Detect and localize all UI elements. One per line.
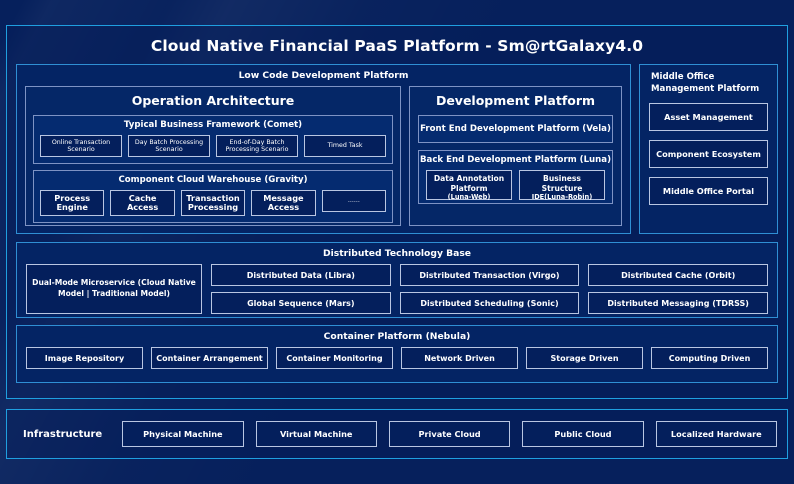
distributed-technology-base-title: Distributed Technology Base — [322, 248, 472, 259]
typical-business-framework-items: Online Transaction Scenario Day Batch Pr… — [34, 135, 392, 157]
low-code-development-platform-section: Low Code Development Platform Operation … — [16, 64, 631, 234]
back-end-development-platform-band: Back End Development Platform (Luna) Dat… — [418, 150, 613, 204]
chip-online-transaction-scenario[interactable]: Online Transaction Scenario — [40, 135, 122, 157]
front-end-development-platform-label: Front End Development Platform (Vela) — [420, 124, 611, 134]
component-cloud-warehouse-title: Component Cloud Warehouse (Gravity) — [118, 175, 308, 185]
chip-global-sequence[interactable]: Global Sequence (Mars) — [211, 292, 391, 314]
distributed-technology-base-body: Dual-Mode Microservice (Cloud Native Mod… — [17, 264, 777, 322]
front-end-development-platform-band[interactable]: Front End Development Platform (Vela) — [418, 115, 613, 143]
middle-office-management-platform-section: Middle Office Management Platform Asset … — [639, 64, 778, 234]
chip-distributed-scheduling[interactable]: Distributed Scheduling (Sonic) — [399, 292, 580, 314]
chip-data-annotation-platform-line1: Data Annotation — [433, 174, 505, 183]
operation-architecture-title: Operation Architecture — [131, 93, 295, 108]
chip-business-structure-ide-line3: IDE(Luna-Robin) — [531, 193, 593, 202]
chip-data-annotation-platform-line2: Platform — [450, 183, 488, 193]
chip-container-monitoring[interactable]: Container Monitoring — [276, 347, 393, 369]
top-row: Low Code Development Platform Operation … — [7, 64, 787, 234]
operation-architecture-subsection: Operation Architecture Typical Business … — [25, 86, 401, 226]
chip-data-annotation-platform[interactable]: Data Annotation Platform (Luna-Web) — [426, 170, 512, 202]
chip-business-structure-ide-line2: Structure — [541, 183, 583, 193]
container-platform-section: Container Platform (Nebula) Image Reposi… — [16, 325, 778, 383]
chip-distributed-data[interactable]: Distributed Data (Libra) — [211, 264, 391, 286]
chip-computing-driven[interactable]: Computing Driven — [651, 347, 768, 369]
chip-transaction-processing[interactable]: Transaction Processing — [180, 190, 246, 216]
chip-middle-office-portal[interactable]: Middle Office Portal — [649, 177, 768, 206]
chip-message-access[interactable]: Message Access — [251, 190, 316, 216]
chip-business-structure-ide-line1: Business — [543, 174, 581, 183]
development-platform-title: Development Platform — [435, 93, 596, 108]
back-end-development-platform-items: Data Annotation Platform (Luna-Web) Busi… — [419, 170, 612, 203]
chip-virtual-machine[interactable]: Virtual Machine — [255, 421, 377, 447]
chip-data-annotation-platform-line3: (Luna-Web) — [447, 193, 491, 202]
chip-more-ellipsis[interactable]: ...... — [321, 190, 387, 212]
distributed-technology-base-section: Distributed Technology Base Dual-Mode Mi… — [16, 242, 778, 318]
low-code-body: Operation Architecture Typical Business … — [17, 86, 630, 234]
chip-distributed-transaction[interactable]: Distributed Transaction (Virgo) — [399, 264, 580, 286]
back-end-development-platform-label: Back End Development Platform (Luna) — [419, 155, 612, 165]
chip-network-driven[interactable]: Network Driven — [401, 347, 518, 369]
container-platform-body: Image Repository Container Arrangement C… — [17, 347, 777, 376]
chip-asset-management[interactable]: Asset Management — [649, 103, 768, 132]
chip-physical-machine[interactable]: Physical Machine — [122, 421, 244, 447]
page-title: Cloud Native Financial PaaS Platform - S… — [150, 37, 644, 55]
container-platform-title: Container Platform (Nebula) — [323, 331, 471, 342]
chip-storage-driven[interactable]: Storage Driven — [526, 347, 643, 369]
low-code-section-title: Low Code Development Platform — [238, 70, 409, 81]
typical-business-framework-group: Typical Business Framework (Comet) Onlin… — [33, 115, 393, 164]
chip-end-of-day-batch-processing-scenario[interactable]: End-of-Day Batch Processing Scenario — [216, 135, 298, 157]
chip-public-cloud[interactable]: Public Cloud — [522, 421, 644, 447]
chip-process-engine[interactable]: Process Engine — [40, 190, 105, 216]
component-cloud-warehouse-items: Process Engine Cache Access Transaction … — [34, 190, 392, 216]
infrastructure-label: Infrastructure — [23, 428, 103, 440]
chip-private-cloud[interactable]: Private Cloud — [388, 421, 511, 447]
main-platform-panel: Cloud Native Financial PaaS Platform - S… — [6, 25, 788, 399]
chip-business-structure-ide[interactable]: Business Structure IDE(Luna-Robin) — [519, 170, 605, 202]
typical-business-framework-title: Typical Business Framework (Comet) — [123, 120, 303, 130]
distributed-technology-column-1: Distributed Data (Libra) Global Sequence… — [211, 264, 391, 314]
infrastructure-panel: Infrastructure Physical Machine Virtual … — [6, 409, 788, 459]
chip-distributed-messaging[interactable]: Distributed Messaging (TDRSS) — [588, 292, 769, 314]
distributed-technology-column-3: Distributed Cache (Orbit) Distributed Me… — [588, 264, 769, 314]
chip-distributed-cache[interactable]: Distributed Cache (Orbit) — [588, 264, 769, 286]
middle-office-section-title: Middle Office Management Platform — [651, 72, 760, 94]
development-platform-subsection: Development Platform Front End Developme… — [409, 86, 622, 226]
chip-cache-access[interactable]: Cache Access — [110, 190, 175, 216]
chip-component-ecosystem[interactable]: Component Ecosystem — [649, 140, 768, 169]
distributed-technology-column-2: Distributed Transaction (Virgo) Distribu… — [399, 264, 580, 314]
chip-timed-task[interactable]: Timed Task — [304, 135, 386, 157]
component-cloud-warehouse-group: Component Cloud Warehouse (Gravity) Proc… — [33, 170, 393, 223]
chip-localized-hardware[interactable]: Localized Hardware — [655, 421, 777, 447]
chip-dual-mode-microservice[interactable]: Dual-Mode Microservice (Cloud Native Mod… — [26, 264, 202, 314]
chip-day-batch-processing-scenario[interactable]: Day Batch Processing Scenario — [128, 135, 210, 157]
chip-image-repository[interactable]: Image Repository — [26, 347, 143, 369]
chip-container-arrangement[interactable]: Container Arrangement — [151, 347, 268, 369]
